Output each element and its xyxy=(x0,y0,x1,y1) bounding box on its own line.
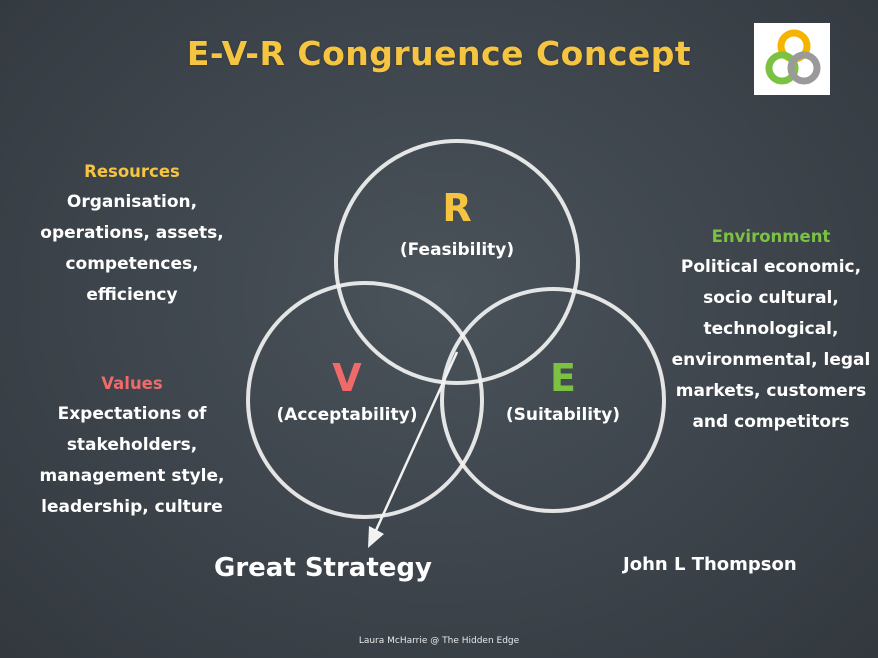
circle-e xyxy=(440,287,666,513)
environment-line: technological, xyxy=(703,319,839,339)
environment-line: socio cultural, xyxy=(703,288,839,308)
values-line: Expectations of xyxy=(57,404,207,424)
environment-line: environmental, legal xyxy=(671,350,871,370)
author-credit: John L Thompson xyxy=(623,554,797,575)
interlocking-rings-logo xyxy=(754,23,830,95)
label-suitability: (Suitability) xyxy=(505,405,621,425)
resources-line: efficiency xyxy=(86,285,178,305)
resources-block: Resources Organisation, operations, asse… xyxy=(22,156,242,311)
values-line: management style, xyxy=(39,466,225,486)
resources-heading: Resources xyxy=(84,162,180,181)
environment-heading: Environment xyxy=(711,227,831,246)
resources-line: competences, xyxy=(65,254,199,274)
values-heading: Values xyxy=(101,374,163,393)
values-line: stakeholders, xyxy=(66,435,198,455)
environment-line: markets, customers xyxy=(675,381,867,401)
values-block: Values Expectations of stakeholders, man… xyxy=(22,368,242,523)
interlocking-rings-icon xyxy=(765,29,821,85)
environment-block: Environment Political economic, socio cu… xyxy=(666,221,876,438)
resources-line: operations, assets, xyxy=(40,223,224,243)
letter-v: V xyxy=(332,356,362,400)
letter-e: E xyxy=(550,356,576,400)
environment-line: Political economic, xyxy=(680,257,862,277)
footer-credit: Laura McHarrie @ The Hidden Edge xyxy=(358,636,520,646)
letter-r: R xyxy=(442,186,472,230)
circle-r xyxy=(334,139,580,385)
circle-v xyxy=(246,281,484,519)
strategy-arrow-head xyxy=(368,526,384,548)
environment-line: and competitors xyxy=(692,412,850,432)
label-acceptability: (Acceptability) xyxy=(276,405,418,425)
great-strategy-label: Great Strategy xyxy=(214,553,432,583)
resources-line: Organisation, xyxy=(66,192,198,212)
values-line: leadership, culture xyxy=(41,497,223,517)
label-feasibility: (Feasibility) xyxy=(399,240,515,260)
strategy-arrow-line xyxy=(371,351,459,538)
slide-title: E-V-R Congruence Concept xyxy=(186,34,692,73)
